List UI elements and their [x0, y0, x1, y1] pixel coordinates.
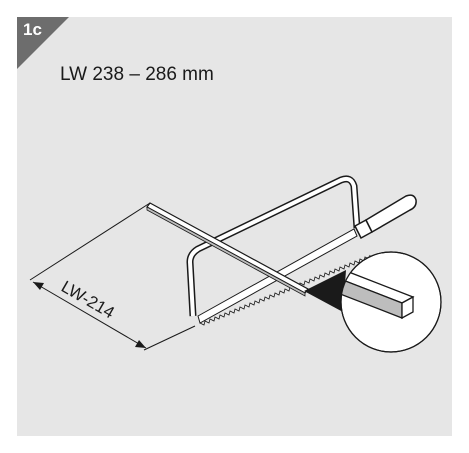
square-bar: [146, 202, 309, 297]
dimension-arrow-left: [33, 282, 44, 290]
dimension-lines: [29, 202, 196, 351]
step-badge: [17, 17, 69, 69]
length-range-label: LW 238 – 286 mm: [60, 64, 214, 85]
magnifier-pointer: [304, 270, 346, 312]
dimension-arrow-right: [135, 340, 146, 348]
step-number: 1c: [23, 20, 42, 39]
dimension-label: LW-214: [58, 277, 118, 322]
magnified-detail: [340, 251, 442, 353]
